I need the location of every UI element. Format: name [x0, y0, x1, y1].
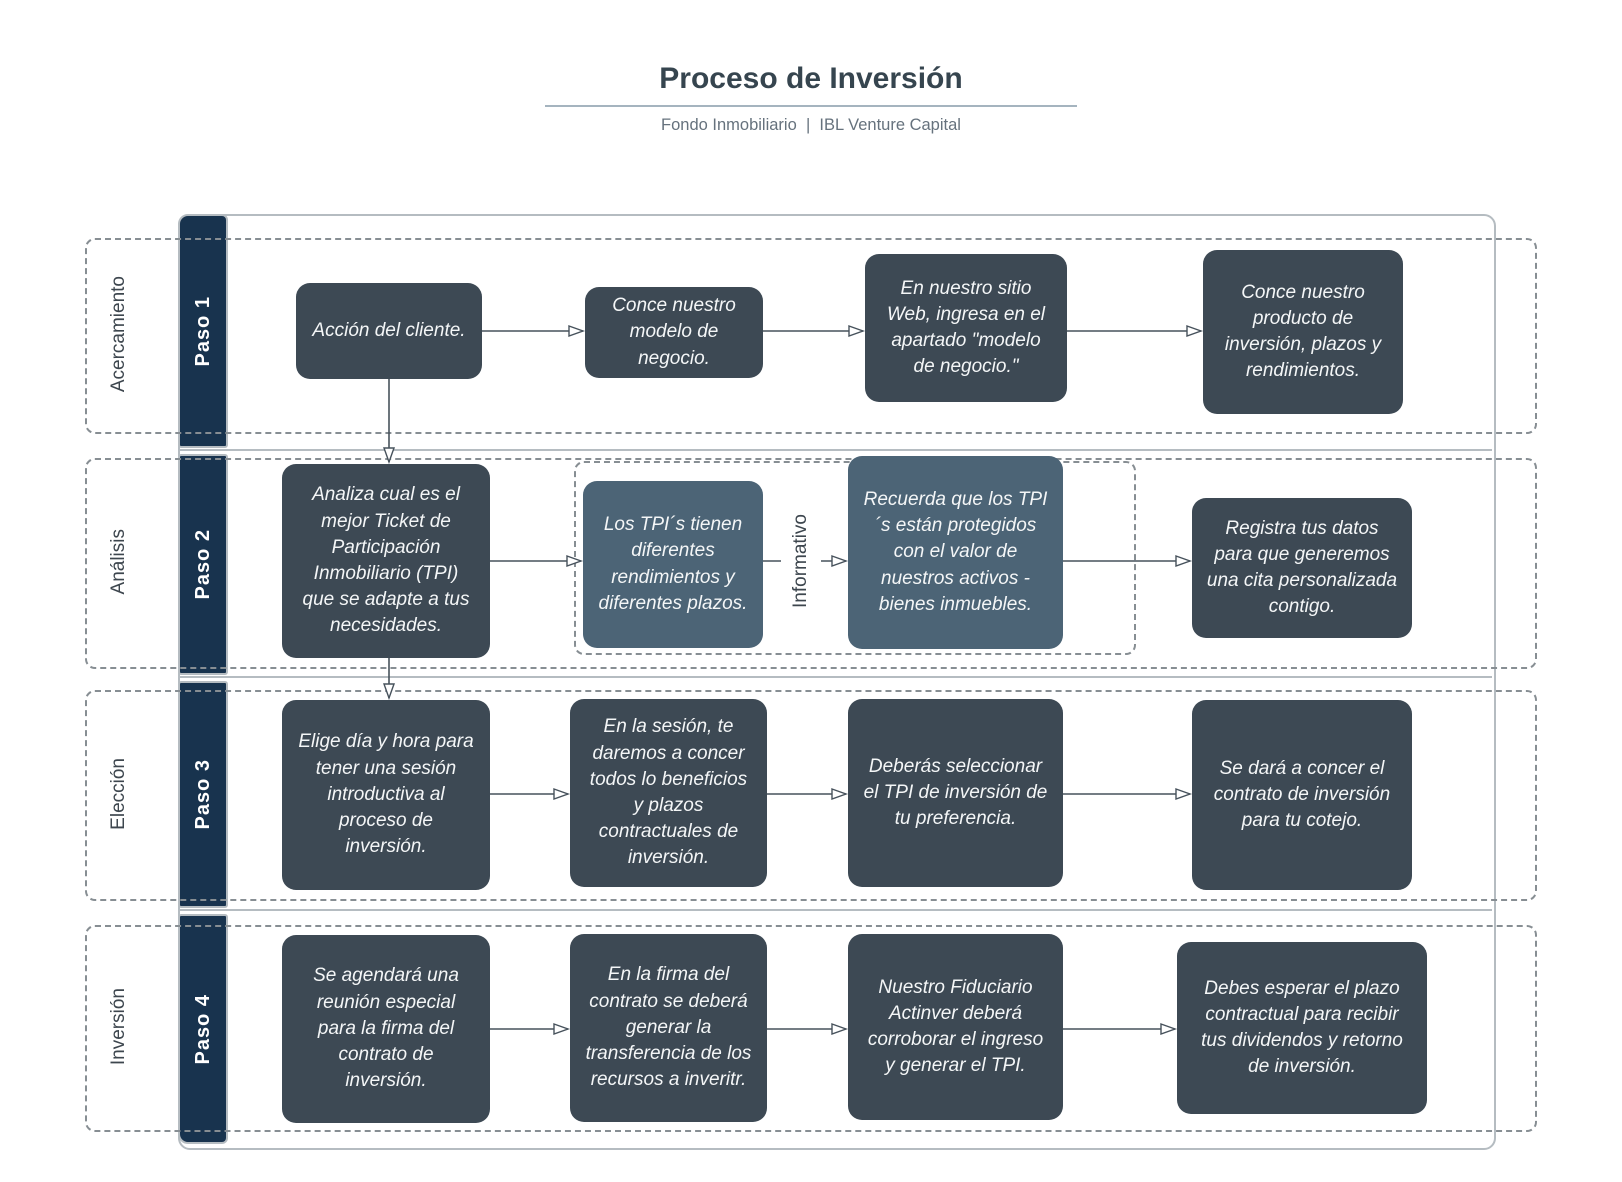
- band-separator-3: [178, 909, 1492, 911]
- process-box-paso1-2: Conce nuestro modelo de negocio.: [585, 287, 763, 378]
- lane-acercamiento: [85, 238, 1537, 434]
- step-bar-paso-4: Paso 4: [178, 914, 228, 1144]
- process-box-paso2-3: Recuerda que los TPI´s están protegidos …: [848, 456, 1063, 649]
- title-underline: [545, 105, 1077, 107]
- process-box-paso2-1: Analiza cual es el mejor Ticket de Parti…: [282, 464, 490, 658]
- process-box-paso2-2: Los TPI´s tienen diferentes rendimientos…: [583, 481, 763, 648]
- step-bar-paso-3: Paso 3: [178, 681, 228, 908]
- lane-eleccion: [85, 690, 1537, 901]
- page-title: Proceso de Inversión: [659, 62, 963, 95]
- process-box-paso3-1: Elige día y hora para tener una sesión i…: [282, 700, 490, 890]
- process-box-paso1-3: En nuestro sitio Web, ingresa en el apar…: [865, 254, 1067, 402]
- informativo-label: Informativo: [781, 501, 821, 621]
- process-box-paso1-1: Acción del cliente.: [296, 283, 482, 379]
- process-box-paso3-3: Deberás seleccionar el TPI de inversión …: [848, 699, 1063, 887]
- lane-label-acercamiento: Acercamiento: [97, 238, 141, 430]
- band-separator-1: [178, 449, 1492, 451]
- informativo-label-text: Informativo: [790, 514, 811, 608]
- lane-label-text: Inversión: [108, 987, 129, 1066]
- lane-inversion: [85, 925, 1537, 1132]
- lane-label-text: Análisis: [108, 528, 129, 595]
- page-subtitle: Fondo Inmobiliario | IBL Venture Capital: [661, 116, 961, 134]
- process-box-paso2-4: Registra tus datos para que generemos un…: [1192, 498, 1412, 638]
- lane-label-analisis: Análisis: [97, 458, 141, 665]
- lane-label-text: Acercamiento: [108, 275, 129, 393]
- band-separator-2: [178, 676, 1492, 678]
- lane-label-eleccion: Elección: [97, 690, 141, 897]
- process-box-paso3-2: En la sesión, te daremos a concer todos …: [570, 699, 767, 887]
- lane-analisis: [85, 458, 1537, 669]
- process-box-paso1-4: Conce nuestro producto de inversión, pla…: [1203, 250, 1403, 414]
- process-box-paso3-4: Se dará a concer el contrato de inversió…: [1192, 700, 1412, 890]
- lane-label-text: Elección: [108, 757, 129, 830]
- step-bar-paso-2: Paso 2: [178, 454, 228, 675]
- process-box-paso4-3: Nuestro Fiduciario Actinver deberá corro…: [848, 934, 1063, 1120]
- lane-label-inversion: Inversión: [97, 925, 141, 1128]
- process-box-paso4-1: Se agendará una reunión especial para la…: [282, 935, 490, 1123]
- header: Proceso de Inversión Fondo Inmobiliario …: [545, 62, 1077, 135]
- step-bar-paso-1: Paso 1: [178, 214, 228, 448]
- process-box-paso4-2: En la firma del contrato se deberá gener…: [570, 934, 767, 1122]
- process-box-paso4-4: Debes esperar el plazo contractual para …: [1177, 942, 1427, 1114]
